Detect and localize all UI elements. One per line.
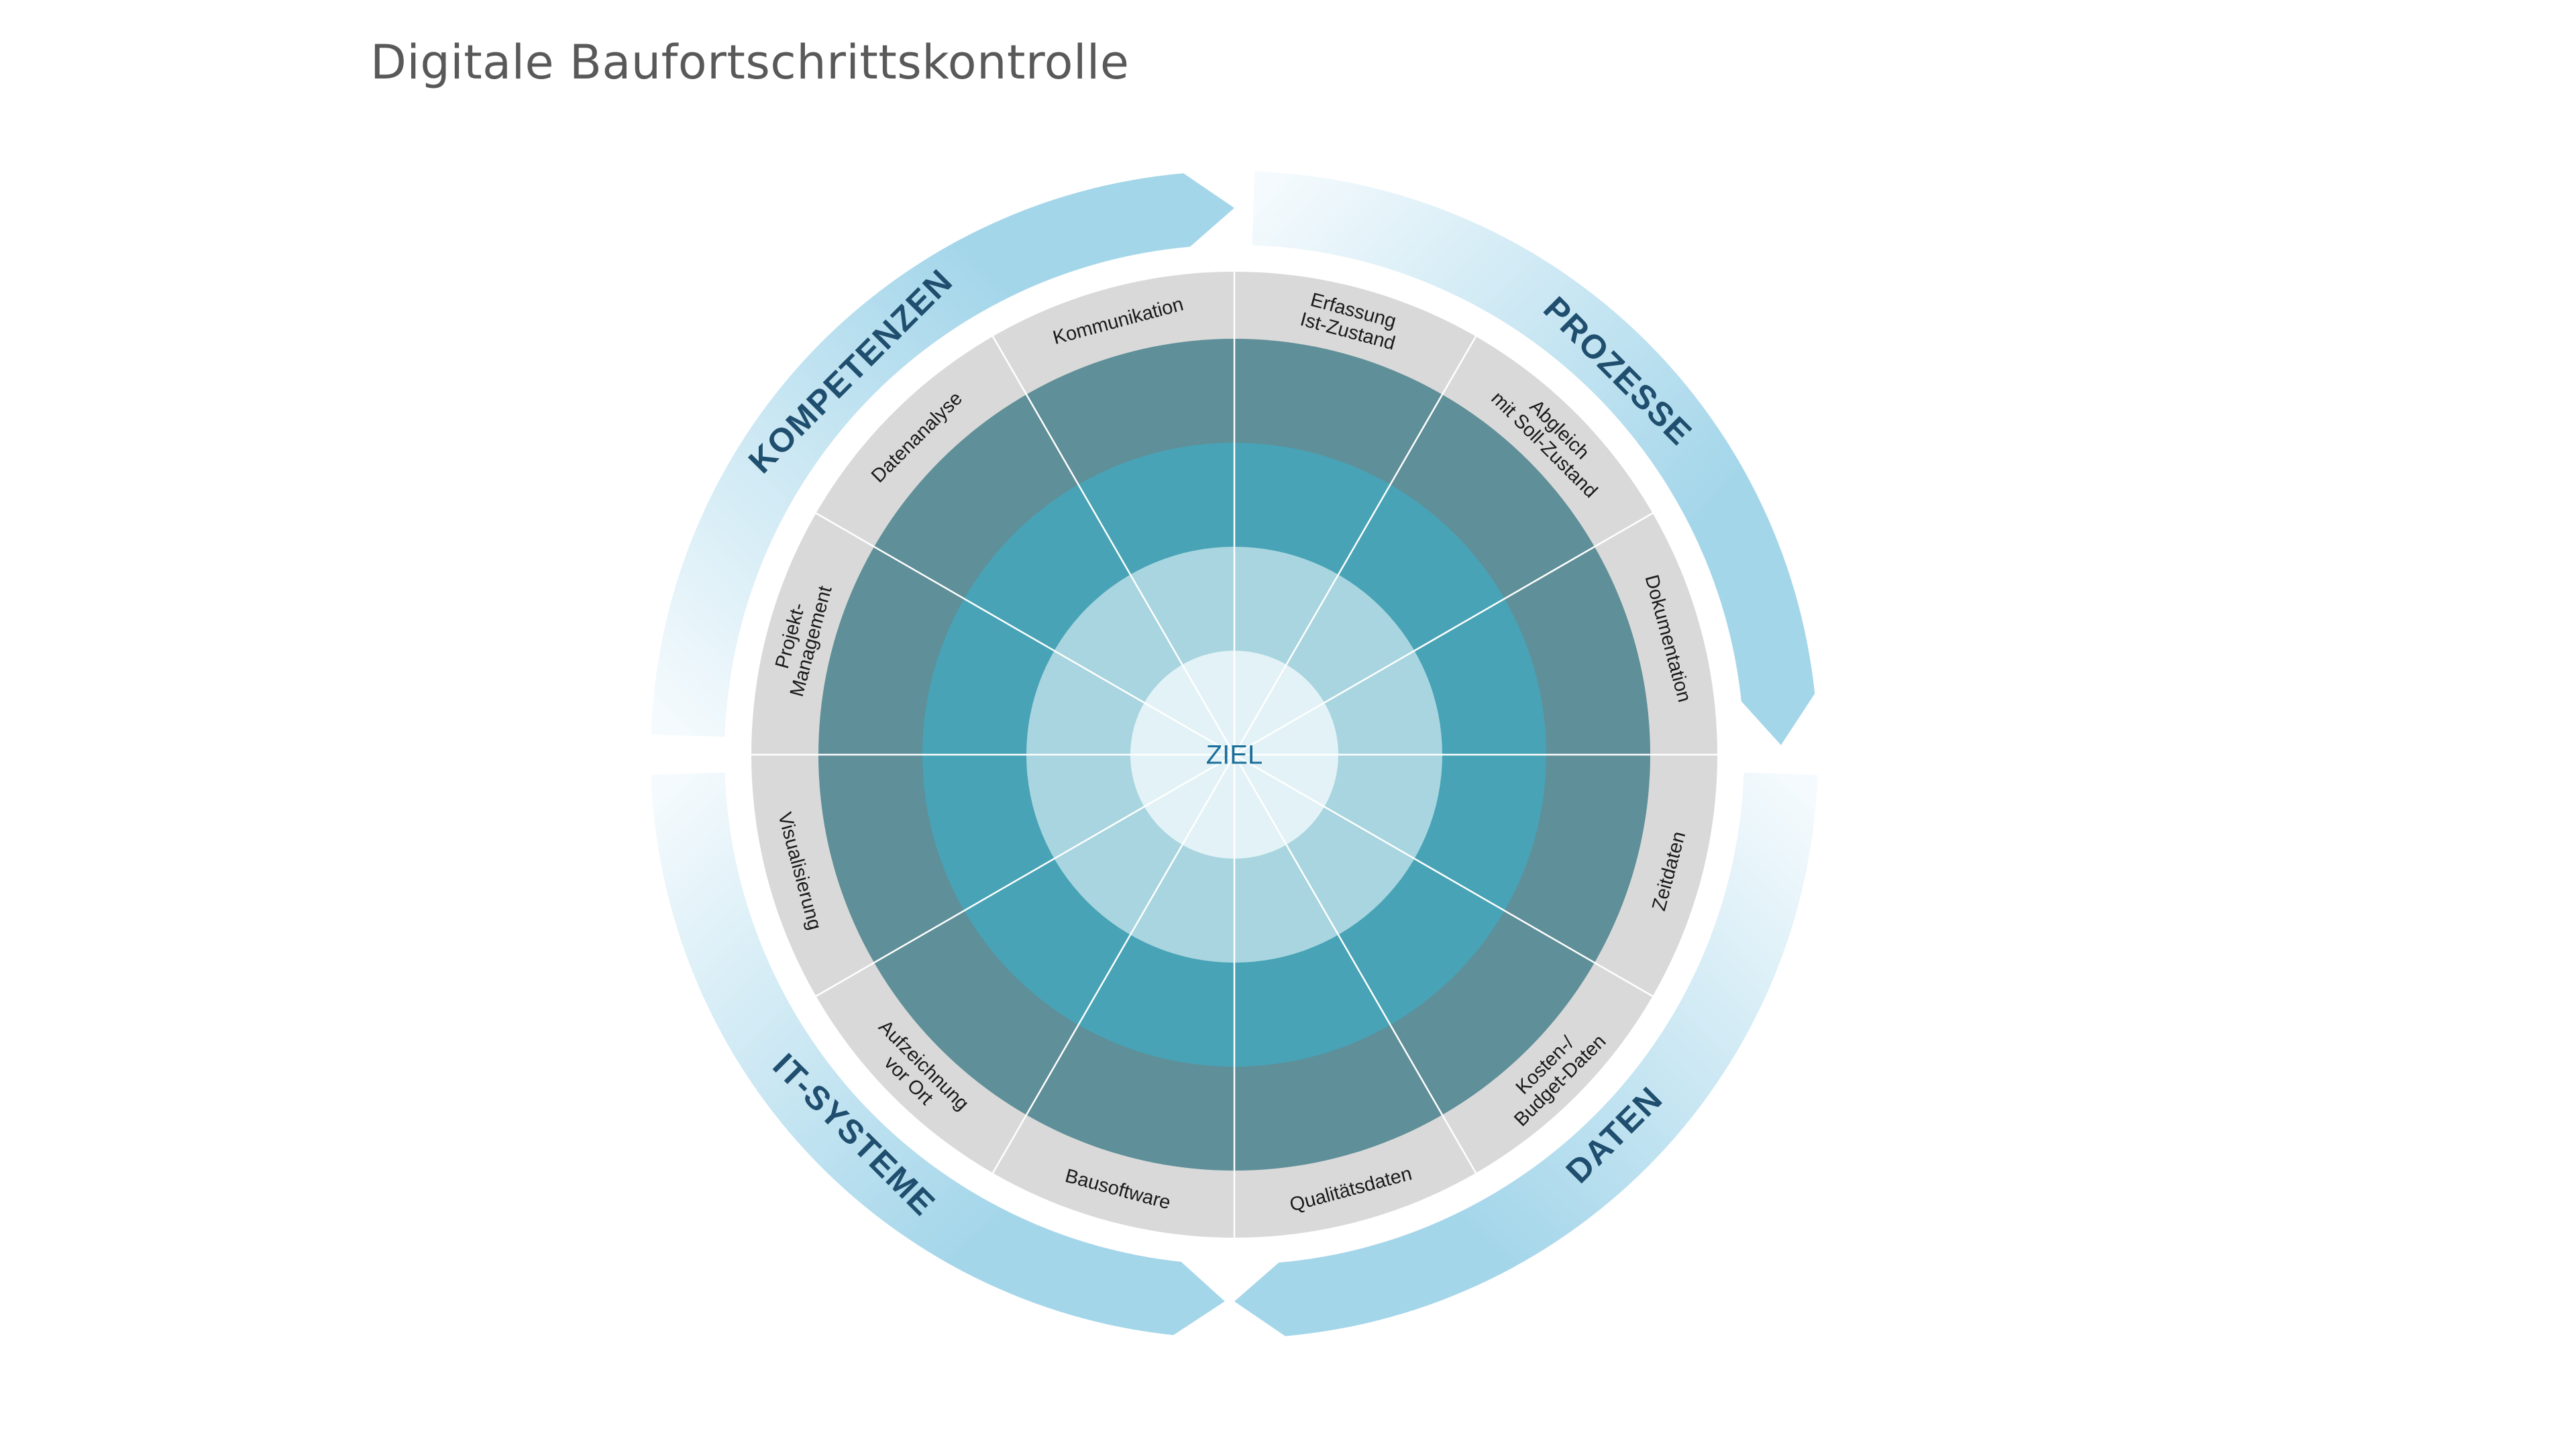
segment-divider xyxy=(1234,512,1654,756)
center-label: ZIEL xyxy=(1206,741,1263,770)
segment-divider xyxy=(1233,335,1477,755)
segment-divider xyxy=(815,512,1235,756)
segment-divider xyxy=(991,754,1236,1174)
category-arc-2 xyxy=(1234,772,1818,1336)
page-title: Digitale Baufortschrittskontrolle xyxy=(370,35,1130,90)
segment-divider xyxy=(1233,754,1477,1174)
category-arc-1 xyxy=(1252,171,1815,745)
segment-divider xyxy=(991,335,1236,755)
segment-dividers xyxy=(751,272,1717,1238)
category-arcs xyxy=(651,171,1818,1336)
segment-divider xyxy=(1234,753,1654,998)
category-arc-4 xyxy=(651,173,1234,737)
segment-divider xyxy=(815,753,1235,998)
category-arc-3 xyxy=(651,772,1225,1336)
